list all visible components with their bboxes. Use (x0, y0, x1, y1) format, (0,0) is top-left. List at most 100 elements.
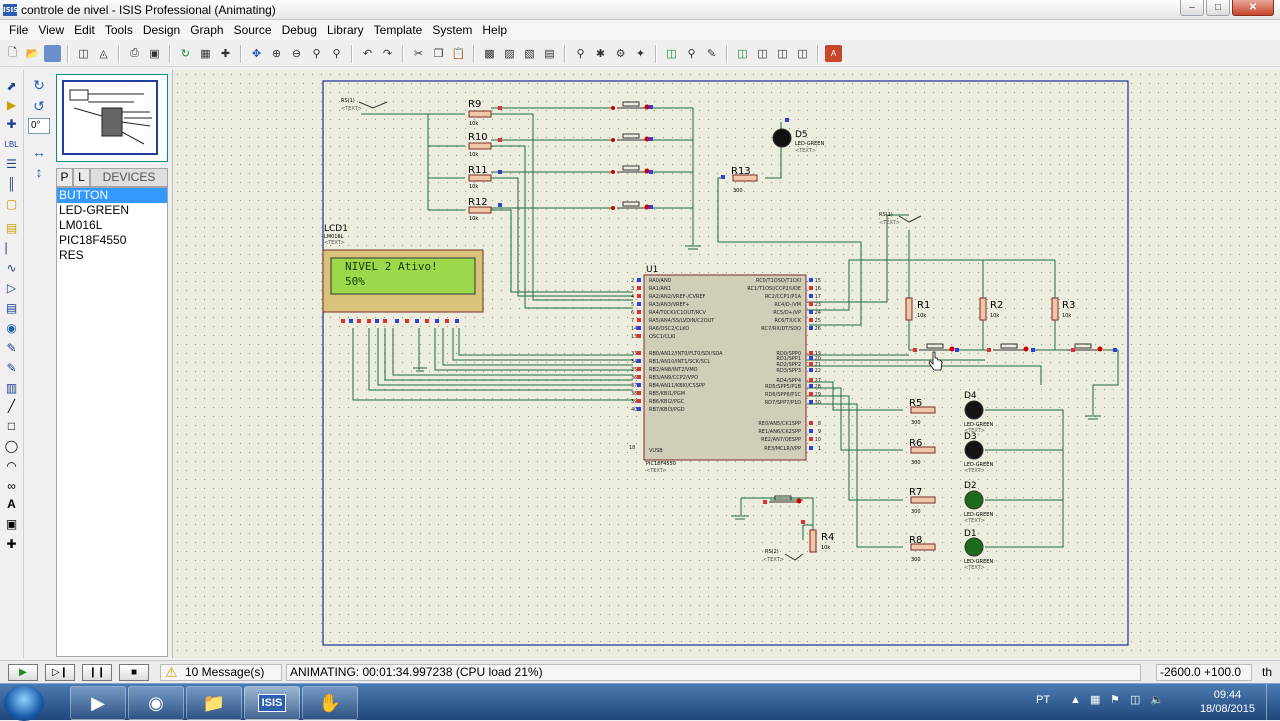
device-item-pic18f4550[interactable]: PIC18F4550 (59, 233, 127, 247)
messages-indicator[interactable]: ⚠ 10 Message(s) (160, 664, 282, 681)
tray-arrow-icon[interactable]: ▲ (1070, 694, 1081, 706)
isis-icon[interactable]: ISIS (244, 686, 300, 720)
menu-help[interactable]: Help (482, 23, 508, 37)
resistor-r13[interactable] (732, 174, 758, 182)
voltage-probe-icon[interactable]: ◉ (6, 321, 17, 335)
paste-icon[interactable]: 📋 (451, 48, 466, 60)
arc-icon[interactable]: ◠ (6, 459, 17, 473)
device-list[interactable]: BUTTON LED-GREEN LM016L PIC18F4550 RES (56, 187, 168, 657)
stop-button[interactable]: ■ (119, 664, 149, 681)
network-icon[interactable]: ◫ (1130, 694, 1141, 706)
rotation-angle-input[interactable]: 0° (28, 118, 50, 134)
terminals-icon[interactable]: ▤ (5, 221, 18, 235)
resistor-r1[interactable] (905, 297, 913, 321)
menu-template[interactable]: Template (373, 23, 423, 37)
clock[interactable]: 09:44 18/08/2015 (1200, 688, 1255, 716)
menu-edit[interactable]: Edit (74, 23, 95, 37)
ares-icon[interactable]: ✋ (302, 686, 358, 720)
marker-icon[interactable]: ✚ (6, 537, 17, 551)
windows-flag-icon[interactable]: ▦ (1090, 694, 1101, 706)
box-icon[interactable]: □ (7, 419, 16, 433)
exit-sheet-icon[interactable]: ◫ (777, 48, 788, 60)
origin-icon[interactable]: ✚ (220, 48, 231, 60)
menu-tools[interactable]: Tools (104, 23, 133, 37)
mcu-pic18f4550[interactable]: U1 PIC18F4550 <TEXT> RA0/AN02RA1/AN13RA2… (629, 265, 821, 474)
button-mclr[interactable] (769, 495, 802, 504)
block-move-icon[interactable]: ▨ (504, 48, 515, 60)
menu-system[interactable]: System (432, 23, 473, 37)
action-center-icon[interactable]: ⚑ (1110, 694, 1120, 706)
decompose-icon[interactable]: ✦ (635, 48, 646, 60)
schematic-canvas[interactable]: R9 10k R10 10k R11 10k R12 10k R13 300 R… (172, 70, 1280, 658)
bill-of-materials-icon[interactable]: ◫ (797, 48, 808, 60)
library-manager-button[interactable]: L (73, 168, 90, 187)
resistor-r2[interactable] (979, 297, 987, 321)
circle-icon[interactable]: ◯ (4, 439, 19, 453)
cut-icon[interactable]: ✂ (413, 48, 424, 60)
device-item-res[interactable]: RES (59, 248, 84, 262)
menu-view[interactable]: View (38, 23, 65, 37)
tape-recorder-icon[interactable]: ▷ (6, 281, 17, 295)
button-6[interactable] (993, 343, 1029, 352)
zoom-out-icon[interactable]: ⊖ (291, 48, 302, 60)
resistor-r9[interactable] (468, 110, 492, 118)
menu-design[interactable]: Design (142, 23, 181, 37)
minimize-icon[interactable]: – (1180, 0, 1204, 16)
menu-source[interactable]: Source (233, 23, 272, 37)
text-icon[interactable]: A (7, 497, 16, 511)
button-3[interactable] (611, 165, 650, 174)
wire-label-icon[interactable]: LBL (4, 140, 19, 149)
led-d3[interactable] (964, 440, 984, 460)
instrument-icon[interactable]: ▥ (5, 381, 18, 395)
led-d4[interactable] (964, 400, 984, 420)
current-probe-icon[interactable]: ✎ (6, 341, 17, 355)
lcd-lm016l[interactable]: LCD1 LM016L <TEXT> NIVEL 2 Ativo! 50% (322, 224, 484, 323)
bus-icon[interactable]: ║ (7, 177, 16, 191)
virtual-instruments-icon[interactable]: ✎ (6, 361, 17, 375)
rotate-clockwise-icon[interactable]: ↻ (33, 77, 45, 93)
netlist-to-ares-icon[interactable]: A (825, 45, 842, 62)
volume-icon[interactable]: 🔈 (1150, 694, 1164, 706)
button-2[interactable] (611, 133, 650, 142)
button-5[interactable] (919, 343, 955, 352)
menu-debug[interactable]: Debug (281, 23, 317, 37)
text-script-icon[interactable]: ☰ (6, 157, 17, 171)
new-file-icon[interactable]: 🗋 (8, 47, 17, 59)
start-button-icon[interactable] (4, 685, 44, 721)
redraw-icon[interactable]: ↻ (180, 48, 191, 60)
redo-icon[interactable]: ↷ (382, 48, 393, 60)
open-folder-icon[interactable]: 📂 (25, 48, 40, 60)
resistor-r6[interactable] (910, 446, 936, 454)
pause-button[interactable]: ❙❙ (82, 664, 112, 681)
menu-file[interactable]: File (9, 23, 29, 37)
resistor-r7[interactable] (910, 496, 936, 504)
resistor-r3[interactable] (1051, 297, 1059, 321)
resistor-r12[interactable] (468, 206, 492, 214)
led-d2[interactable] (964, 490, 984, 510)
symbol-icon[interactable]: ▣ (5, 517, 18, 531)
junction-dot-icon[interactable]: ✚ (6, 117, 17, 131)
undo-icon[interactable]: ↶ (362, 48, 373, 60)
property-tool-icon[interactable]: ✎ (706, 48, 717, 60)
device-item-led-green[interactable]: LED-GREEN (59, 203, 130, 217)
graph-mode-icon[interactable]: ∿ (6, 261, 17, 275)
language-indicator[interactable]: PT (1036, 694, 1051, 706)
zoom-in-icon[interactable]: ⊕ (271, 48, 282, 60)
play-button[interactable]: ▶ (8, 664, 38, 681)
make-device-icon[interactable]: ✱ (595, 48, 606, 60)
pick-device-icon[interactable]: ⚲ (576, 48, 585, 60)
copy-icon[interactable]: ❐ (433, 48, 444, 60)
grid-icon[interactable]: ▦ (200, 48, 211, 60)
block-copy-icon[interactable]: ▩ (484, 48, 495, 60)
isis-app-icon[interactable]: ISIS (3, 3, 19, 16)
generator-icon[interactable]: ▤ (5, 301, 18, 315)
button-4[interactable] (611, 201, 650, 210)
path-icon[interactable]: ∞ (7, 479, 16, 493)
device-pins-icon[interactable]: ⎸ (5, 241, 18, 255)
resistor-r5[interactable] (910, 406, 936, 414)
resistor-r10[interactable] (468, 142, 492, 150)
close-icon[interactable]: ✕ (1232, 0, 1274, 16)
print-area-icon[interactable]: ▣ (149, 48, 160, 60)
led-d5[interactable] (772, 128, 792, 148)
led-d1[interactable] (964, 537, 984, 557)
